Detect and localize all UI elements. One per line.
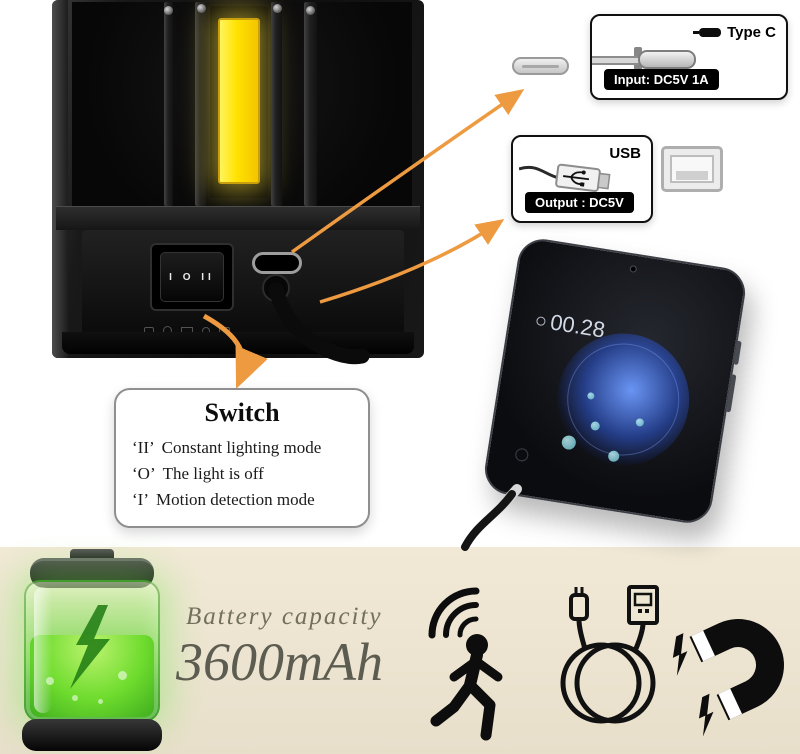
lamp-rail — [195, 2, 206, 206]
usb-title: USB — [609, 145, 641, 162]
usb-port-icon — [661, 146, 723, 192]
phone-volume-button — [725, 374, 737, 413]
weather-icon — [535, 315, 547, 326]
type-c-title: Type C — [727, 24, 776, 41]
phone-camera-icon — [629, 264, 638, 273]
battery-banner: Battery capacity 3600mAh — [0, 547, 800, 754]
screw-icon — [164, 6, 173, 15]
lamp-bottom-lip — [62, 332, 414, 354]
usb-cable-icon — [560, 585, 659, 724]
smartphone: 00.28 — [481, 235, 749, 527]
phone-charging-cable — [461, 490, 516, 551]
switch-explanation-box: Switch ‘II’ Constant lighting mode ‘O’ T… — [114, 388, 370, 528]
bubble-icon — [46, 677, 54, 685]
battery-illustration — [22, 549, 162, 751]
type-c-spec-label: Input: DC5V 1A — [604, 69, 719, 90]
lamp-rail — [164, 2, 173, 206]
flashlight-icon — [514, 447, 530, 463]
lamp-left-edge — [52, 0, 68, 358]
type-c-plug-illustration — [638, 50, 696, 69]
bubble-icon — [118, 671, 127, 680]
battery-shine — [34, 587, 52, 713]
battery-capacity-label: Battery capacity — [186, 603, 383, 630]
lamp-shelf — [56, 206, 420, 230]
switch-mode-line: ‘O’ The light is off — [132, 464, 264, 483]
screw-icon — [197, 4, 206, 13]
bubble-icon — [98, 699, 103, 704]
lightning-bolt-icon — [70, 605, 110, 689]
screw-icon — [273, 4, 282, 13]
cable-icon — [592, 56, 642, 65]
switch-box-title: Switch — [204, 398, 280, 427]
lamp-rail — [304, 2, 317, 206]
magnet-icon — [672, 619, 784, 737]
phone-power-button — [733, 340, 742, 366]
screw-icon — [306, 6, 315, 15]
type-c-input-port — [252, 252, 302, 274]
bubble-icon — [72, 695, 78, 701]
lamp-rail — [271, 2, 282, 206]
type-c-connector-icon — [512, 57, 569, 75]
phone-wallpaper-orb — [547, 323, 699, 476]
power-switch[interactable]: I O II — [160, 252, 224, 302]
motion-sensor-icon — [428, 587, 503, 741]
lamp-photo: I O II — [52, 0, 424, 358]
switch-mode-line: ‘I’ Motion detection mode — [132, 490, 315, 509]
battery-bottom-cap — [22, 719, 162, 751]
usb-plug-illustration — [519, 163, 611, 193]
type-c-callout: Type C Input: DC5V 1A — [590, 14, 788, 100]
type-c-plug-icon — [693, 28, 722, 37]
usb-callout: USB Output : DC5V — [511, 135, 653, 223]
lamp-front-panel — [82, 230, 404, 334]
switch-marks: I O II — [169, 271, 215, 283]
cob-led-strip — [218, 18, 260, 184]
switch-mode-line: ‘II’ Constant lighting mode — [132, 438, 322, 457]
battery-capacity-value: 3600mAh — [176, 632, 383, 692]
usb-spec-label: Output : DC5V — [525, 192, 634, 213]
